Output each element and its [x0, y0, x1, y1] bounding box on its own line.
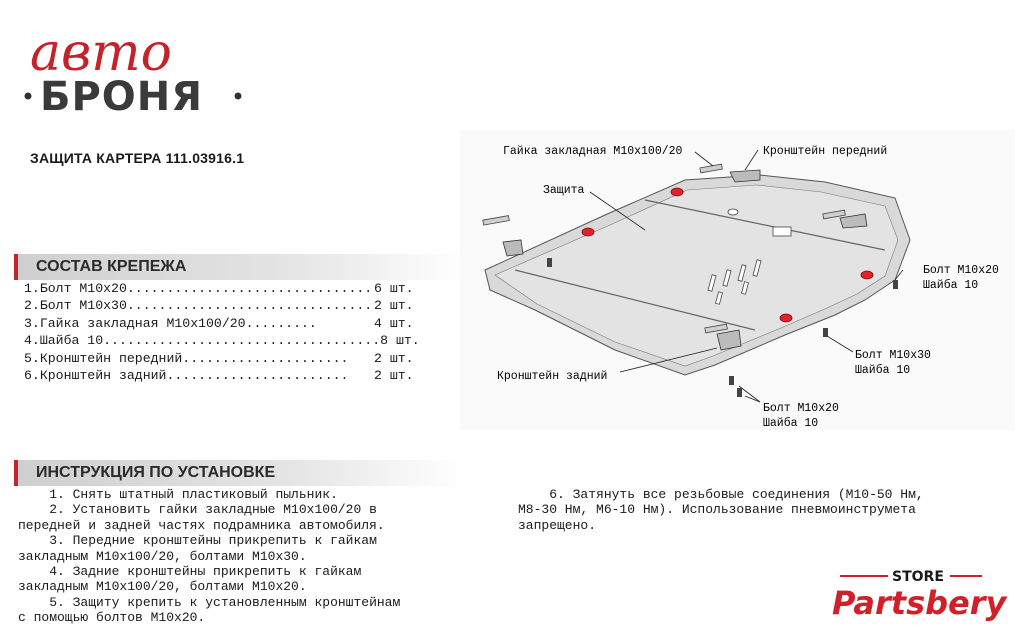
store-name-text: Partsbery: [832, 584, 1008, 622]
label-front-bracket: Кронштейн передний: [763, 145, 887, 158]
fastener-row: 4.Шайба 10..............................…: [24, 332, 420, 349]
fasteners-section-header: СОСТАВ КРЕПЕЖА: [14, 254, 464, 280]
partsbery-store-logo: STORE Partsbery: [832, 569, 1008, 622]
avtobronya-logo: авто БРОНЯ: [24, 23, 242, 120]
guard-rib: [644, 199, 886, 251]
label-washer-right: Шайба 10: [923, 279, 978, 292]
fasteners-header-text: СОСТАВ КРЕПЕЖА: [36, 258, 187, 275]
logo-script-text: авто: [30, 23, 172, 83]
rear-bracket: [502, 239, 524, 257]
label-bolt-m10x20-bottom: Болт М10х20: [763, 402, 839, 415]
label-embedded-nut: Гайка закладная М10х100/20: [503, 145, 683, 158]
fastener-qty: 2 шт.: [374, 368, 414, 384]
label-bolt-m10x20-right: Болт М10х20: [923, 264, 999, 277]
label-bolt-m10x30: Болт М10х30: [855, 349, 931, 362]
fastener-label: 4.Шайба 10..............................…: [24, 333, 381, 349]
rear-bracket: [716, 329, 742, 351]
leader-lines: [589, 149, 904, 403]
embedded-nut: [482, 215, 510, 226]
front-bracket: [839, 213, 868, 229]
logo-bold-text: БРОНЯ: [40, 74, 203, 120]
front-bracket: [729, 169, 761, 183]
fastener-label: 5.Кронштейн передний....................…: [24, 350, 349, 366]
installation-section-header: ИНСТРУКЦИЯ ПО УСТАНОВКЕ: [14, 460, 464, 486]
installation-step: 5. Защиту крепить к установленным кроншт…: [18, 594, 401, 626]
label-rear-bracket: Кронштейн задний: [497, 370, 607, 383]
fastener-row: 2.Болт М10х30...........................…: [24, 297, 414, 314]
fastener-qty: 4 шт.: [374, 315, 414, 331]
store-top-text: STORE: [892, 569, 944, 585]
installation-header-text: ИНСТРУКЦИЯ ПО УСТАНОВКЕ: [36, 464, 276, 481]
label-guard: Защита: [543, 184, 585, 197]
fasteners-list: 1.Болт М10х20...........................…: [24, 280, 420, 384]
fastener-row: 3.Гайка закладная М10х100/20......... 4 ш…: [24, 315, 414, 332]
embedded-nut: [699, 163, 723, 174]
installation-steps-column-1: 1. Снять штатный пластиковый пыльник. 2.…: [18, 487, 488, 626]
label-washer-bottom: Шайба 10: [763, 417, 818, 430]
fastener-row: 5.Кронштейн передний....................…: [24, 350, 414, 367]
fastener-label: 1.Болт М10х20...........................…: [24, 281, 373, 296]
installation-step: 2. Установить гайки закладные М10х100/20…: [18, 502, 385, 533]
guard-cutout: [772, 226, 792, 237]
logo-dot-left: [24, 92, 32, 100]
guard-hole: [727, 208, 739, 216]
fastener-row: 1.Болт М10х20...........................…: [24, 280, 414, 297]
installation-step: 6. Затянуть все резьбовые соединения (М1…: [518, 487, 924, 533]
fastener-label: 6.Кронштейн задний......................…: [24, 368, 349, 384]
embedded-nut: [822, 209, 846, 220]
fastener-label: 3.Гайка закладная М10х100/20.........: [24, 315, 317, 331]
bolts: [547, 258, 898, 397]
fastener-label: 2.Болт М10х30...........................…: [24, 298, 373, 314]
installation-steps-column-2: 6. Затянуть все резьбовые соединения (М1…: [518, 487, 998, 533]
fastener-qty: 2 шт.: [374, 298, 414, 314]
installation-step: 3. Передние кронштейны прикрепить к гайк…: [18, 533, 377, 564]
label-washer-m10x30: Шайба 10: [855, 364, 910, 377]
installation-step: 4. Задние кронштейны прикрепить к гайкам…: [18, 564, 362, 595]
fastener-qty: 2 шт.: [374, 350, 414, 366]
crankcase-guard-diagram: Гайка закладная М10х100/20 Кронштейн пер…: [460, 130, 1015, 430]
guard-plate-top-face: [494, 184, 899, 367]
mount-points: [581, 187, 874, 323]
logo-dot-right: [234, 92, 242, 100]
installation-step: 1. Снять штатный пластиковый пыльник.: [18, 487, 338, 502]
vent-slots: [707, 259, 762, 305]
product-title: ЗАЩИТА КАРТЕРА 111.03916.1: [30, 150, 245, 166]
embedded-nut: [704, 323, 728, 334]
guard-rib: [514, 269, 756, 331]
fastener-qty: 8 шт.: [380, 333, 420, 349]
fastener-qty: 6 шт.: [374, 281, 414, 296]
fastener-row: 6.Кронштейн задний......................…: [24, 367, 414, 384]
